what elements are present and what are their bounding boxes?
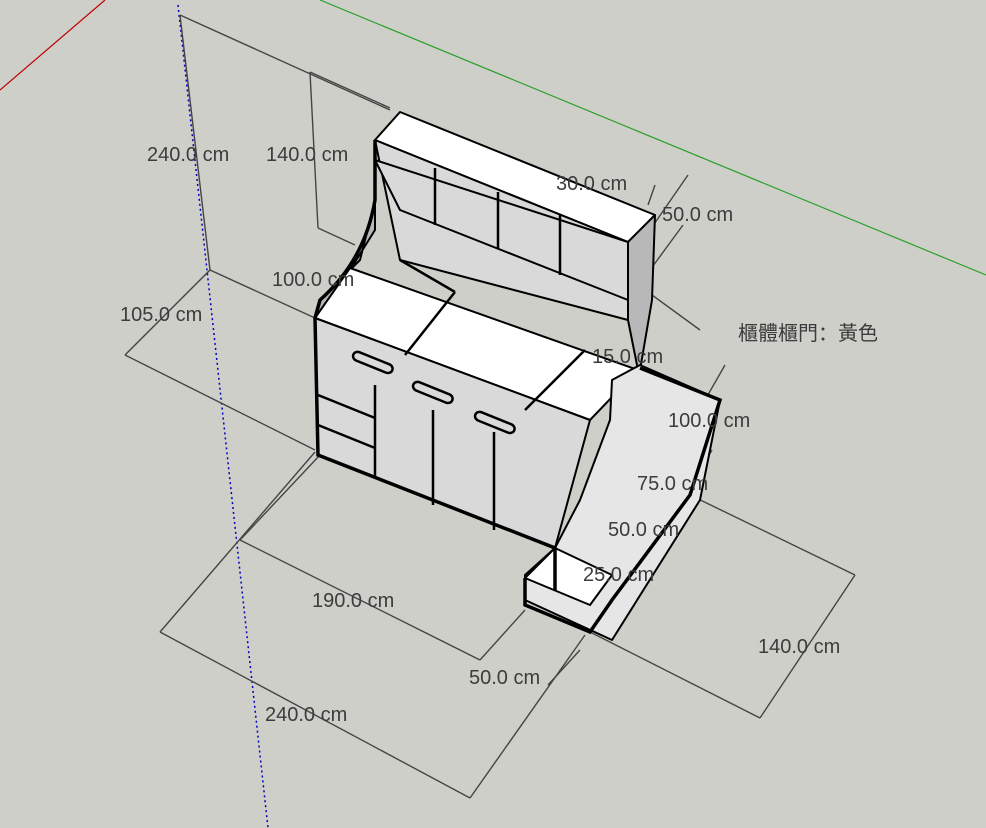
dim-step1: 25.0 cm (583, 564, 655, 586)
dim-cabinet-height: 50.0 cm (662, 204, 734, 226)
handle-2 (411, 380, 454, 405)
handle-3 (473, 410, 516, 435)
dim-cabinet-depth: 30.0 cm (556, 173, 628, 195)
material-annotation: 櫃體櫃門：黃色 (738, 323, 878, 345)
dim-bed-length: 190.0 cm (312, 590, 395, 612)
stair-bottom-step (524, 547, 613, 606)
dim-depth: 105.0 cm (120, 304, 203, 326)
dim-bed-height: 100.0 cm (272, 269, 355, 291)
dim-upper-height: 140.0 cm (266, 144, 349, 166)
dim-total-length: 240.0 cm (265, 704, 348, 726)
dim-step3: 75.0 cm (637, 473, 709, 495)
dim-stair-length: 140.0 cm (758, 636, 841, 658)
dimension-lines (124, 14, 856, 799)
dim-rail-height: 15.0 cm (592, 346, 664, 368)
blue-axis (177, 4, 269, 828)
bunk-cabinet-model[interactable] (313, 111, 723, 641)
handle-1 (351, 350, 394, 375)
dim-total-height: 240.0 cm (147, 144, 230, 166)
dim-step2: 50.0 cm (608, 519, 680, 541)
dim-step4: 100.0 cm (668, 410, 751, 432)
green-axis (319, 0, 986, 276)
dim-stair-width: 50.0 cm (469, 667, 541, 689)
red-axis (0, 0, 106, 91)
